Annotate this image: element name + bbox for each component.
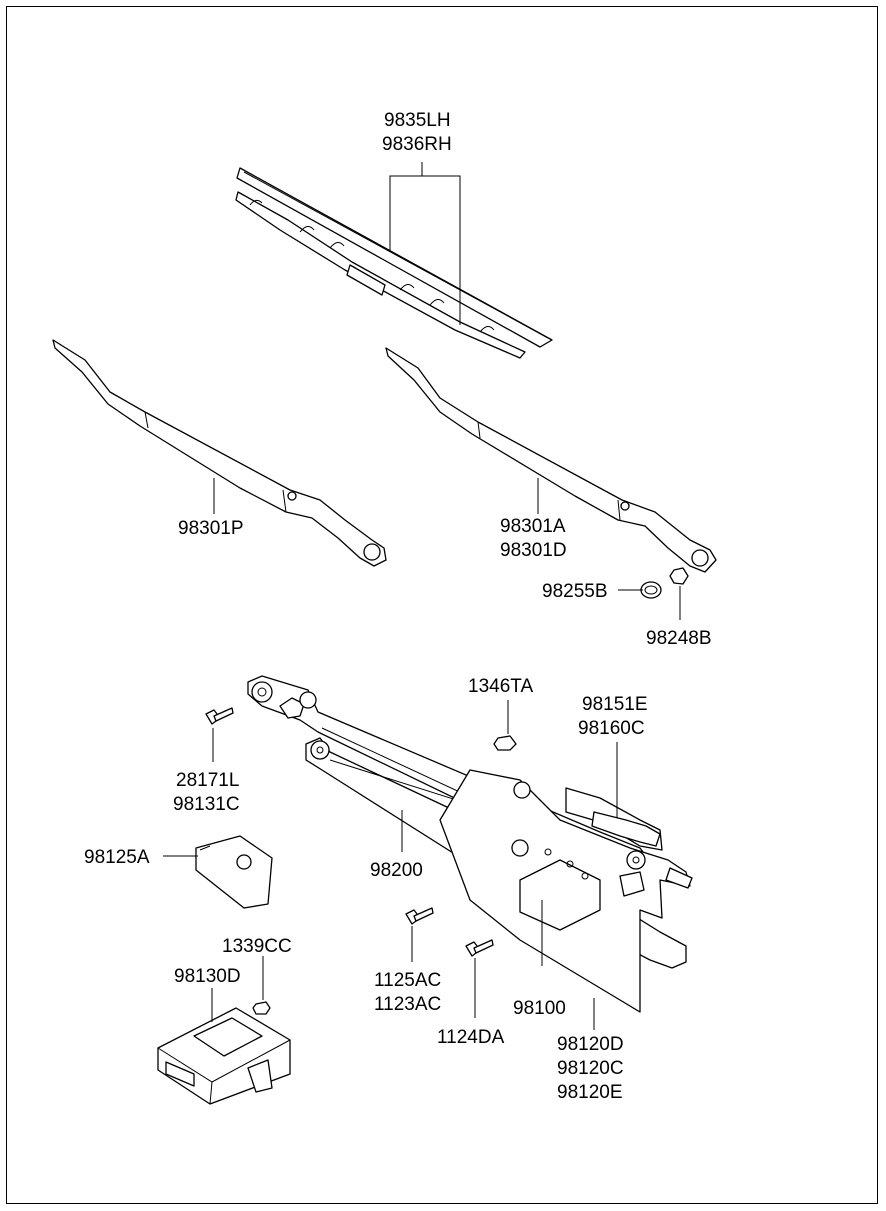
wiper-arm-right[interactable] <box>385 347 717 573</box>
leader-lines <box>163 162 681 1030</box>
label-98255b: 98255B <box>542 581 608 602</box>
label-1339cc: 1339CC <box>222 936 292 957</box>
nut-1346ta[interactable] <box>493 735 517 751</box>
label-98301a: 98301A <box>500 516 566 537</box>
wiper-arm-left[interactable] <box>52 339 387 567</box>
wiper-linkage[interactable] <box>247 675 693 1013</box>
screw-1339cc[interactable] <box>252 1001 271 1015</box>
bracket-98125a[interactable] <box>195 835 273 909</box>
control-module[interactable] <box>157 1007 291 1105</box>
label-1125ac: 1125AC <box>374 970 441 991</box>
label-98130d: 98130D <box>174 966 241 987</box>
bolt-28171l[interactable] <box>205 707 234 725</box>
label-28171l: 28171L <box>176 770 239 791</box>
diagram-border <box>6 6 878 1204</box>
label-1124da: 1124DA <box>437 1027 505 1048</box>
label-9835lh: 9835LH <box>384 110 451 131</box>
bolt-1125ac[interactable] <box>405 907 434 925</box>
label-98120e: 98120E <box>557 1082 623 1103</box>
bolt-1124da[interactable] <box>465 939 494 957</box>
label-98200: 98200 <box>370 860 423 881</box>
label-98120c: 98120C <box>557 1058 624 1079</box>
label-98131c: 98131C <box>173 794 240 815</box>
label-1123ac: 1123AC <box>374 994 441 1015</box>
label-1346ta: 1346TA <box>468 676 533 697</box>
label-9836rh: 9836RH <box>382 134 452 155</box>
part-labels: 9835LH 9836RH 98301P 98301A 98301D 98255… <box>84 110 712 1103</box>
label-98160c: 98160C <box>578 718 645 739</box>
label-98120d: 98120D <box>557 1034 624 1055</box>
label-98301d: 98301D <box>500 540 567 561</box>
cap-98255b[interactable] <box>640 581 662 599</box>
wiper-blade[interactable] <box>235 167 553 359</box>
label-98125a: 98125A <box>84 847 150 868</box>
nut-98248b[interactable] <box>669 567 689 585</box>
label-98248b: 98248B <box>646 628 712 649</box>
label-98151e: 98151E <box>582 694 648 715</box>
label-98301p: 98301P <box>178 518 244 539</box>
connector[interactable] <box>591 811 661 847</box>
label-98100: 98100 <box>513 998 566 1019</box>
